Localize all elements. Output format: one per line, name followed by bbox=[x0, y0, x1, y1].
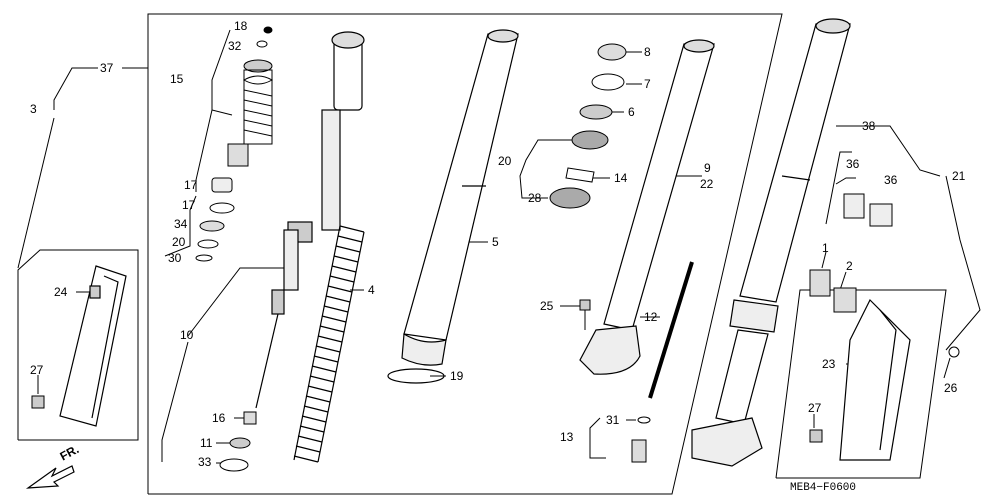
callout-17b: 17 bbox=[182, 198, 196, 212]
part-1 bbox=[809, 269, 831, 297]
callout-12: 12 bbox=[644, 310, 658, 324]
callout-30: 30 bbox=[168, 251, 182, 265]
bracket-36b bbox=[869, 203, 893, 227]
part-14 bbox=[565, 167, 595, 183]
callout-37: 37 bbox=[100, 61, 114, 75]
part-2 bbox=[833, 287, 857, 313]
part-17-bottom bbox=[209, 202, 235, 214]
callout-28: 28 bbox=[528, 191, 542, 205]
callout-9: 9 bbox=[704, 161, 711, 175]
callout-8: 8 bbox=[644, 45, 651, 59]
part-33 bbox=[219, 458, 249, 472]
outer-tube bbox=[387, 29, 519, 384]
part-31 bbox=[637, 416, 651, 424]
part-11 bbox=[229, 437, 251, 449]
callout-22: 22 bbox=[700, 177, 714, 191]
callout-15: 15 bbox=[170, 72, 184, 86]
guard-frame-right bbox=[775, 289, 947, 479]
callout-32: 32 bbox=[228, 39, 242, 53]
callout-19: 19 bbox=[450, 369, 464, 383]
callout-6: 6 bbox=[628, 105, 635, 119]
inner-tube bbox=[579, 39, 715, 375]
part-34 bbox=[199, 220, 225, 232]
part-8 bbox=[597, 43, 627, 61]
callout-4: 4 bbox=[368, 283, 375, 297]
bolt-26 bbox=[948, 346, 960, 358]
bolt-27-left bbox=[31, 395, 45, 409]
callout-33: 33 bbox=[198, 455, 212, 469]
part-7 bbox=[591, 73, 625, 91]
callout-27a: 27 bbox=[30, 363, 44, 377]
part-30 bbox=[195, 254, 213, 262]
fork-guard-left bbox=[59, 265, 127, 427]
callout-5: 5 bbox=[492, 235, 499, 249]
bolt-27-right bbox=[809, 429, 823, 443]
rod-12 bbox=[648, 261, 694, 399]
callout-31: 31 bbox=[606, 413, 620, 427]
front-arrow-icon bbox=[25, 465, 75, 489]
figure-code: MEB4−F0600 bbox=[790, 482, 857, 494]
callout-36a: 36 bbox=[846, 157, 860, 171]
callout-3: 3 bbox=[30, 102, 37, 116]
part-13 bbox=[631, 439, 647, 463]
bracket-36a bbox=[843, 193, 865, 219]
bolt-25 bbox=[579, 299, 591, 330]
callout-26: 26 bbox=[944, 381, 958, 395]
callout-7: 7 bbox=[644, 77, 651, 91]
part-17-top bbox=[211, 177, 233, 193]
callout-25: 25 bbox=[540, 299, 554, 313]
callout-2: 2 bbox=[846, 259, 853, 273]
spring-assembly bbox=[227, 26, 274, 167]
fork-guard-right bbox=[839, 298, 911, 461]
assembled-fork bbox=[691, 18, 851, 467]
callout-17a: 17 bbox=[184, 178, 198, 192]
callout-23: 23 bbox=[822, 357, 836, 371]
callout-13: 13 bbox=[560, 430, 574, 444]
callout-36b: 36 bbox=[884, 173, 898, 187]
part-6 bbox=[579, 104, 613, 120]
callout-21: 21 bbox=[952, 169, 966, 183]
damper-cartridge bbox=[255, 31, 365, 409]
callout-38: 38 bbox=[862, 119, 876, 133]
fork-spring bbox=[293, 225, 365, 463]
guard-frame-left bbox=[17, 249, 139, 441]
part-16 bbox=[243, 411, 257, 425]
callout-24: 24 bbox=[54, 285, 68, 299]
callout-27b: 27 bbox=[808, 401, 822, 415]
callout-20a: 20 bbox=[172, 235, 186, 249]
part-20-seal bbox=[571, 130, 609, 150]
part-28 bbox=[549, 187, 591, 209]
callout-16: 16 bbox=[212, 411, 226, 425]
callout-1: 1 bbox=[822, 241, 829, 255]
callout-20b: 20 bbox=[498, 154, 512, 168]
part-20 bbox=[197, 239, 219, 249]
callout-11: 11 bbox=[200, 436, 213, 450]
callout-34: 34 bbox=[174, 217, 188, 231]
callout-14: 14 bbox=[614, 171, 628, 185]
callout-10: 10 bbox=[180, 328, 194, 342]
callout-18: 18 bbox=[234, 19, 248, 33]
main-frame bbox=[147, 13, 783, 495]
